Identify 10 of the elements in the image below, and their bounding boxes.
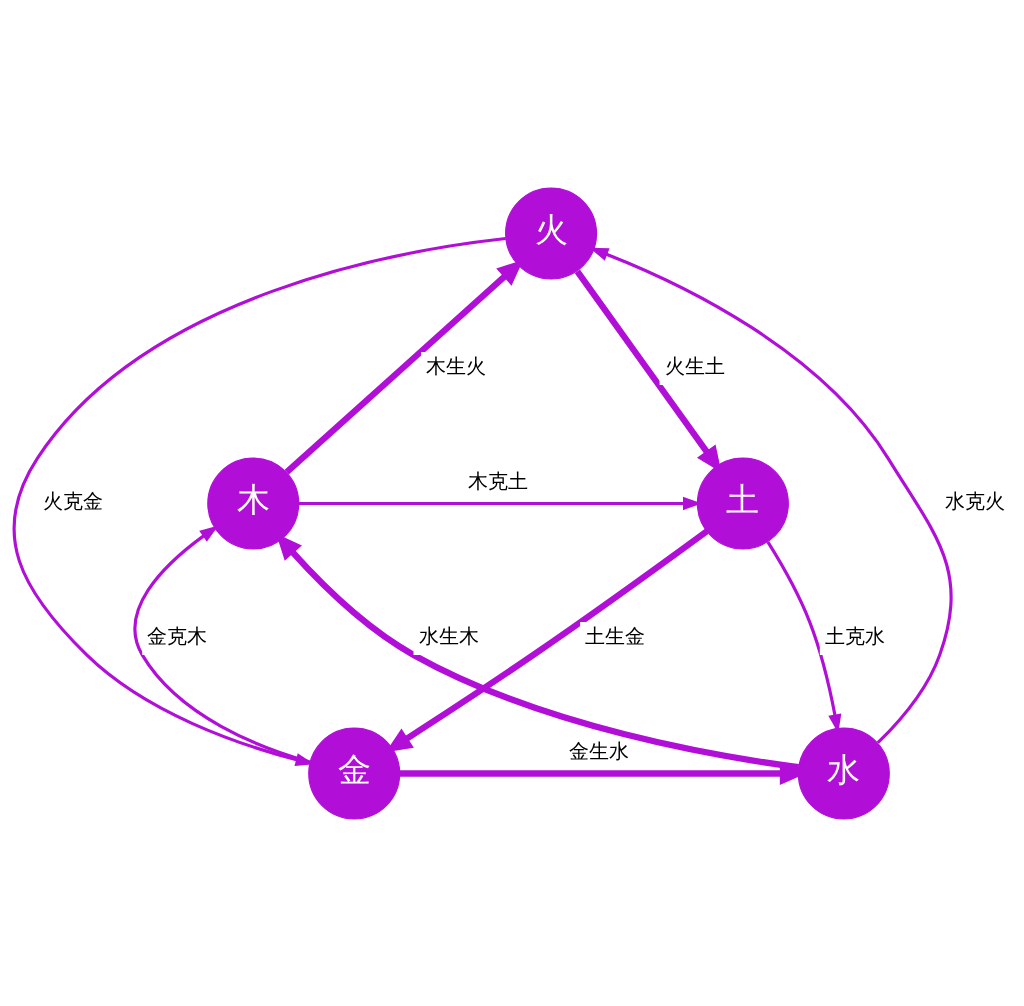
edge-label: 土生金 [585, 623, 646, 648]
edge-label: 木生火 [426, 353, 487, 378]
edge-label: 金克木 [147, 623, 208, 648]
edge-label: 土克水 [824, 623, 885, 648]
edge-label: 木克土 [467, 468, 528, 493]
edge-label: 火克金 [42, 488, 103, 513]
edge-label: 水生木 [418, 623, 479, 648]
edge-label: 火生土 [664, 353, 725, 378]
edge-label: 金生水 [568, 738, 629, 763]
edge-label: 水克火 [944, 488, 1005, 513]
